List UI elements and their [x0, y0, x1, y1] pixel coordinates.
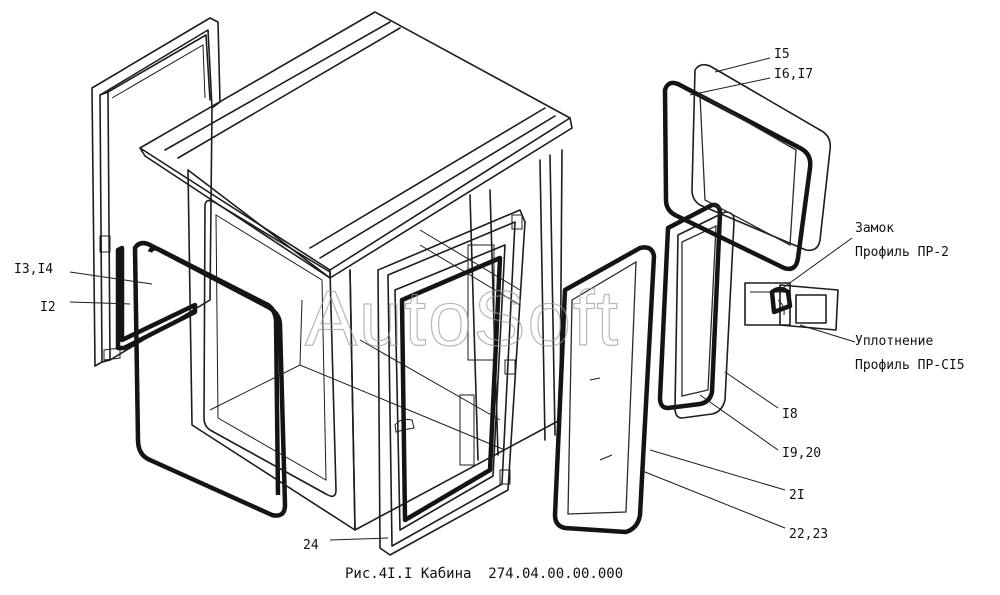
- label-13-14: I3,I4: [14, 262, 53, 277]
- label-12: I2: [40, 300, 56, 315]
- label-profile-pr2: Профиль ПР-2: [855, 245, 949, 260]
- label-15: I5: [774, 47, 790, 62]
- label-16-17: I6,I7: [774, 67, 813, 82]
- left-door-frame: [91, 17, 221, 367]
- label-21: 2I: [789, 488, 805, 503]
- label-18: I8: [782, 407, 798, 422]
- label-24: 24: [303, 538, 319, 553]
- label-22-23: 22,23: [789, 527, 828, 542]
- label-19-20: I9,20: [782, 446, 821, 461]
- profile-section-detail: [744, 282, 839, 331]
- label-profile-prs15: Профиль ПР-СI5: [855, 358, 965, 373]
- rear-glass: [662, 63, 832, 272]
- label-lock: Замок: [855, 221, 894, 236]
- figure-caption: Рис.4I.I Кабина 274.04.00.00.000: [345, 566, 623, 582]
- left-seal-rings: [115, 240, 288, 518]
- cabin-body: [139, 11, 573, 531]
- leader-lines: [69, 57, 856, 541]
- front-door: [377, 209, 526, 556]
- right-side-glass: [552, 245, 657, 535]
- label-seal: Уплотнение: [855, 334, 933, 349]
- part-labels: I5 I6,I7 Замок Профиль ПР-2 Уплотнение П…: [14, 47, 965, 553]
- watermark: AutoSoft: [305, 274, 620, 362]
